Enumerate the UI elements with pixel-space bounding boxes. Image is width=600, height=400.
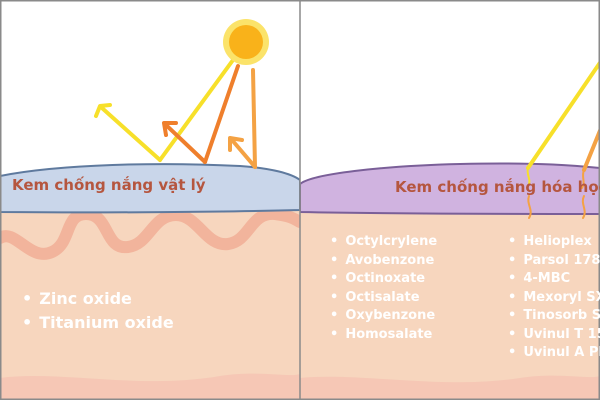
list-item: Titanium oxide: [22, 311, 173, 335]
chemical-ingredients-list-2: Helioplex Parsol 1789 4-MBC Mexoryl SX T…: [508, 233, 600, 363]
sun-icon: [223, 19, 269, 65]
list-item: Uvinul A Plus: [508, 344, 600, 363]
physical-ingredients-list: Zinc oxide Titanium oxide: [22, 287, 174, 335]
list-item: Octylcrylene: [330, 233, 437, 252]
list-item: 4-MBC: [508, 270, 600, 289]
list-item: Avobenzone: [330, 252, 437, 271]
list-item: Zinc oxide: [22, 287, 174, 311]
skin-wavy-line: [0, 207, 300, 260]
list-item: Octisalate: [330, 289, 437, 308]
physical-sunscreen-layer: [0, 163, 300, 214]
list-item: Tinosorb S: [508, 307, 600, 326]
chemical-rays: [526, 59, 600, 219]
list-item: Parsol 1789: [508, 252, 600, 271]
list-item: Oxybenzone: [330, 307, 437, 326]
list-item: Helioplex: [508, 233, 600, 252]
list-item: Uvinul T 150: [508, 326, 600, 345]
physical-sunscreen-label: Kem chống nắng vật lý: [12, 176, 206, 194]
list-item: Homosalate: [330, 326, 437, 345]
physical-rays: [94, 58, 257, 169]
chemical-sunscreen-label: Kem chống nắng hóa học: [395, 178, 600, 196]
list-item: Octinoxate: [330, 270, 437, 289]
chemical-ingredients-list-1: Octylcrylene Avobenzone Octinoxate Octis…: [330, 233, 437, 344]
list-item: Mexoryl SX: [508, 289, 600, 308]
physical-panel: [0, 19, 300, 400]
